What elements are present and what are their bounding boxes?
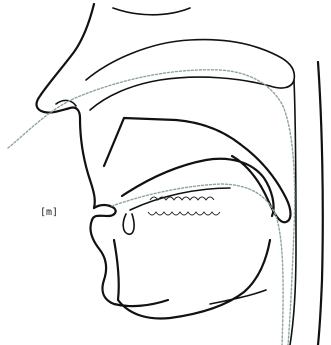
tongue-inner-line	[130, 188, 230, 210]
sound-label: [m]	[40, 207, 58, 218]
face-profile-lower	[90, 220, 168, 306]
closed-lips	[92, 205, 116, 220]
spine-line	[318, 62, 323, 345]
brow-line	[113, 8, 190, 15]
oral-airflow-line	[112, 184, 283, 345]
velum	[232, 144, 291, 222]
face-profile-upper	[37, 4, 95, 208]
tongue-surface	[122, 159, 274, 216]
upper-teeth	[148, 197, 220, 215]
lower-incisor	[123, 214, 134, 234]
nasal-cavity-outline	[86, 40, 294, 110]
